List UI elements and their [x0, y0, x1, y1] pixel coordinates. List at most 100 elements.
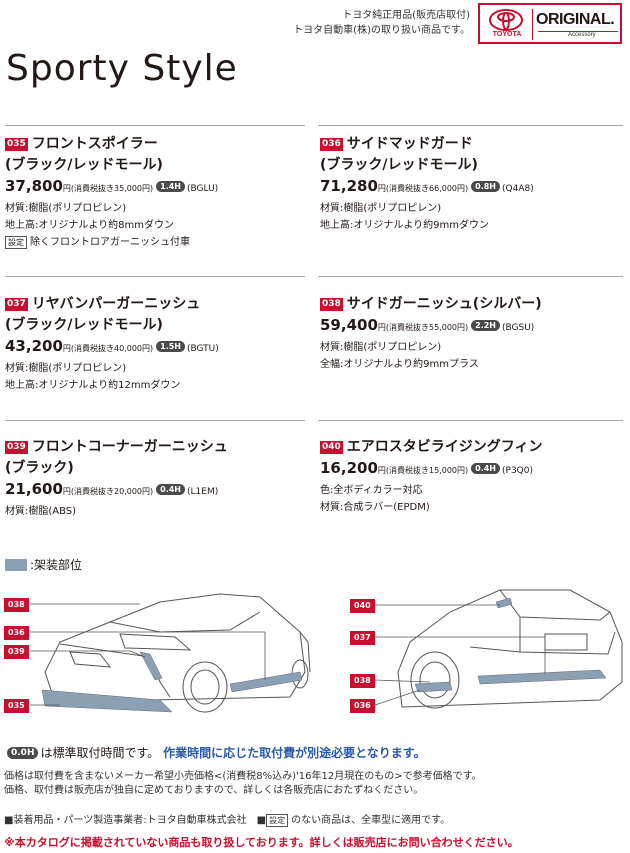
- callout-037: 037: [350, 631, 375, 645]
- catalog-note: ※本カタログに掲載されていない商品も取り扱しております。詳しくは販売店にお問い合…: [4, 836, 519, 849]
- part-code: (P3Q0): [502, 466, 533, 476]
- toyota-original-accessory-badge: TOYOTA ORIGINAL. Accessory: [478, 3, 622, 44]
- price-row: 37,800円(消費税抜き35,000円)1.4H(BGLU): [5, 177, 219, 195]
- product-code: 040: [320, 441, 343, 454]
- price-row: 16,200円(消費税抜き15,000円)0.4H(P3Q0): [320, 459, 533, 477]
- price-note-1: 価格は取付費を含まないメーカー希望小売価格<(消費税8%込み)'16年12月現在…: [4, 771, 482, 782]
- accessory-rule: [538, 31, 618, 32]
- install-hours-badge: 1.4H: [156, 181, 185, 192]
- spec-material: 材質:合成ラバー(EPDM): [320, 502, 430, 513]
- price: 37,800: [5, 177, 63, 195]
- product-subname: (ブラック/レッドモール): [320, 157, 478, 173]
- legend-swatch: [5, 559, 27, 571]
- part-code: (Q4A8): [502, 184, 534, 194]
- rear-car-highlight: [414, 597, 607, 693]
- price: 16,200: [320, 459, 378, 477]
- spec-material: 材質:樹脂(ポリプロピレン): [5, 363, 127, 374]
- product-code: 037: [5, 298, 28, 311]
- spec-setting: 設定除くフロントロアガーニッシュ付車: [5, 234, 295, 251]
- retail-notice-line1: トヨタ純正用品(販売店取付): [342, 10, 470, 21]
- divider: [318, 125, 623, 126]
- price: 21,600: [5, 480, 63, 498]
- price-row: 71,280円(消費税抜き66,000円)0.8H(Q4A8): [320, 177, 534, 195]
- price: 59,400: [320, 316, 378, 334]
- price-row: 21,600円(消費税抜き20,000円)0.4H(L1EM): [5, 480, 219, 498]
- price-tax-excl: (消費税抜き20,000円): [70, 487, 154, 496]
- callout-036: 036: [4, 626, 29, 640]
- badge-divider: [532, 9, 533, 40]
- spec-ground-height: 地上高:オリジナルより約9mmダウン: [320, 220, 490, 231]
- product-code: 035: [5, 138, 28, 151]
- callout-039: 039: [4, 645, 29, 659]
- callout-038: 038: [4, 598, 29, 612]
- install-hours-badge: 0.4H: [471, 463, 500, 474]
- car-diagram: [30, 589, 623, 713]
- divider: [318, 420, 623, 421]
- leader-lines: [30, 603, 546, 706]
- divider: [318, 276, 623, 277]
- spec-material: 材質:樹脂(ABS): [5, 506, 77, 517]
- price: 71,280: [320, 177, 378, 195]
- product-subname: (ブラック/レッドモール): [5, 157, 163, 173]
- spec-color: 色:全ボディカラー対応: [320, 485, 423, 496]
- toyota-wordmark: TOYOTA: [492, 31, 522, 38]
- spec-material: 材質:樹脂(ポリプロピレン): [5, 203, 127, 214]
- product-code: 036: [320, 138, 343, 151]
- price-notes: 価格は取付費を含まないメーカー希望小売価格<(消費税8%込み)'16年12月現在…: [4, 770, 482, 798]
- callout-038-rear: 038: [350, 674, 375, 688]
- product-subname: (ブラック): [5, 460, 74, 476]
- product-subname: (ブラック/レッドモール): [5, 317, 163, 333]
- install-fee-note: 作業時間に応じた取付費が別途必要となります。: [163, 746, 426, 760]
- callout-036-rear: 036: [350, 699, 375, 713]
- part-code: (BGTU): [187, 344, 219, 354]
- setting-badge: 設定: [266, 814, 289, 827]
- spec-ground-height: 地上高:オリジナルより約8mmダウン: [5, 220, 175, 231]
- retail-notice-line2: トヨタ自動車(株)の取り扱い商品です。: [293, 25, 470, 36]
- setting-badge: 設定: [5, 236, 27, 249]
- page-title: Sporty Style: [6, 48, 238, 89]
- divider: [5, 420, 305, 421]
- spec-material: 材質:樹脂(ポリプロピレン): [320, 342, 442, 353]
- price-tax-excl: (消費税抜き40,000円): [70, 344, 154, 353]
- divider: [5, 276, 305, 277]
- price-tax-excl: (消費税抜き15,000円): [385, 466, 469, 475]
- price-tax-excl: (消費税抜き55,000円): [385, 323, 469, 332]
- install-hours-badge: 2.2H: [471, 320, 500, 331]
- spec-ground-height: 地上高:オリジナルより約12mmダウン: [5, 380, 181, 391]
- price: 43,200: [5, 337, 63, 355]
- part-code: (BGLU): [187, 184, 219, 194]
- product-code: 039: [5, 441, 28, 454]
- toyota-logo-icon: [489, 9, 523, 31]
- part-code: (BGSU): [502, 323, 535, 333]
- callout-040: 040: [350, 599, 375, 613]
- install-hours-badge: 1.5H: [156, 341, 185, 352]
- divider: [5, 125, 305, 126]
- price-note-2: 価格、取付費は販売店が独自に定めておりますので、詳しくは各販売店におたずねくださ…: [4, 785, 424, 796]
- callout-035: 035: [4, 699, 29, 713]
- price-row: 59,400円(消費税抜き55,000円)2.2H(BGSU): [320, 316, 535, 334]
- original-label: ORIGINAL.: [536, 11, 615, 28]
- retail-notice: トヨタ純正用品(販売店取付) トヨタ自動車(株)の取り扱い商品です。: [293, 8, 470, 38]
- maker-note: ■装着用品・パーツ製造事業者:トヨタ自動車株式会社 ■設定のない商品は、全車型に…: [4, 814, 451, 827]
- product-code: 038: [320, 298, 343, 311]
- install-hours-badge: 0.4H: [156, 484, 185, 495]
- part-code: (L1EM): [187, 487, 219, 497]
- spec-material: 材質:樹脂(ポリプロピレン): [320, 203, 442, 214]
- legend-label: :架装部位: [30, 558, 83, 572]
- accessory-label: Accessory: [568, 32, 596, 38]
- std-hours-badge: 0.0H: [7, 747, 39, 759]
- install-hours-badge: 0.8H: [471, 181, 500, 192]
